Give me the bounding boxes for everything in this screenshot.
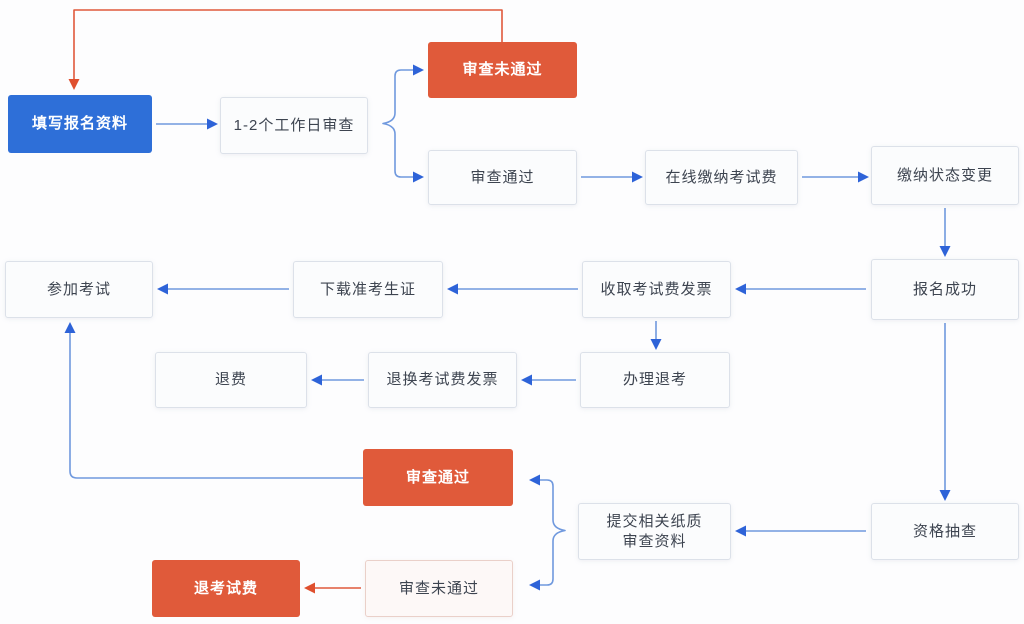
node-receive-exam-fee-invoice: 收取考试费发票 [582, 261, 731, 318]
node-label: 填写报名资料 [31, 115, 128, 133]
node-process-exam-withdrawal: 办理退考 [580, 352, 730, 408]
node-label: 缴纳状态变更 [896, 166, 993, 184]
node-refund-exam-fee: 退考试费 [152, 560, 300, 617]
node-label: 资格抽查 [912, 522, 977, 540]
node-label: 下载准考生证 [319, 280, 416, 298]
node-label-line1: 提交相关纸质 [606, 513, 703, 530]
edge-passed-bottom-to-exam [64, 322, 363, 479]
edge-submit-branch [529, 474, 566, 591]
edge-ticket-to-exam [157, 283, 289, 295]
node-review-failed-top: 审查未通过 [428, 42, 577, 98]
node-label: 审查通过 [405, 468, 470, 486]
node-label: 退换考试费发票 [386, 371, 499, 389]
node-take-exam: 参加考试 [5, 261, 153, 318]
edge-return-to-refund [311, 374, 364, 386]
edge-failed-bottom-to-refund-fee [304, 582, 361, 594]
node-label-line2: 审查资料 [622, 532, 687, 550]
edge-success-to-spotcheck [939, 323, 951, 501]
node-refund: 退费 [155, 352, 307, 408]
node-payment-status-change: 缴纳状态变更 [871, 146, 1019, 205]
node-review-failed-bottom: 审查未通过 [365, 560, 513, 617]
edge-review-failed-to-fill-info [68, 9, 503, 90]
node-label: 参加考试 [46, 280, 111, 298]
node-pay-exam-fee-online: 在线缴纳考试费 [645, 150, 798, 205]
node-review-1-2-days: 1-2个工作日审查 [220, 97, 368, 154]
node-label: 收取考试费发票 [600, 280, 713, 298]
node-registration-success: 报名成功 [871, 259, 1019, 320]
node-label: 报名成功 [912, 280, 977, 298]
node-fill-registration-info: 填写报名资料 [8, 95, 152, 153]
node-label: 办理退考 [622, 371, 687, 389]
edge-withdrawal-to-return [521, 374, 576, 386]
node-label: 审查未通过 [462, 61, 543, 79]
node-label: 1-2个工作日审查 [233, 116, 355, 134]
node-label: 退费 [214, 371, 247, 389]
edge-review-branch [382, 64, 424, 183]
node-download-admission-ticket: 下载准考生证 [293, 261, 443, 318]
node-submit-paper-materials: 提交相关纸质 审查资料 [578, 503, 731, 560]
node-qualification-spot-check: 资格抽查 [871, 503, 1019, 560]
edge-fill-info-to-review [156, 118, 218, 130]
node-label: 在线缴纳考试费 [665, 168, 778, 186]
node-label: 审查未通过 [398, 579, 479, 597]
node-return-exam-fee-invoice: 退换考试费发票 [368, 352, 517, 408]
edge-pay-to-status [802, 171, 869, 183]
edge-status-to-success [939, 208, 951, 257]
edge-spotcheck-to-submit [735, 525, 866, 537]
node-label: 审查通过 [470, 168, 535, 186]
edge-success-to-invoice [735, 283, 866, 295]
node-label: 退考试费 [193, 579, 258, 597]
edge-invoice-to-ticket [447, 283, 578, 295]
node-review-passed-top: 审查通过 [428, 150, 577, 205]
node-review-passed-bottom: 审查通过 [363, 449, 513, 506]
edge-invoice-to-withdrawal [650, 321, 662, 350]
edge-passed-to-pay [581, 171, 643, 183]
